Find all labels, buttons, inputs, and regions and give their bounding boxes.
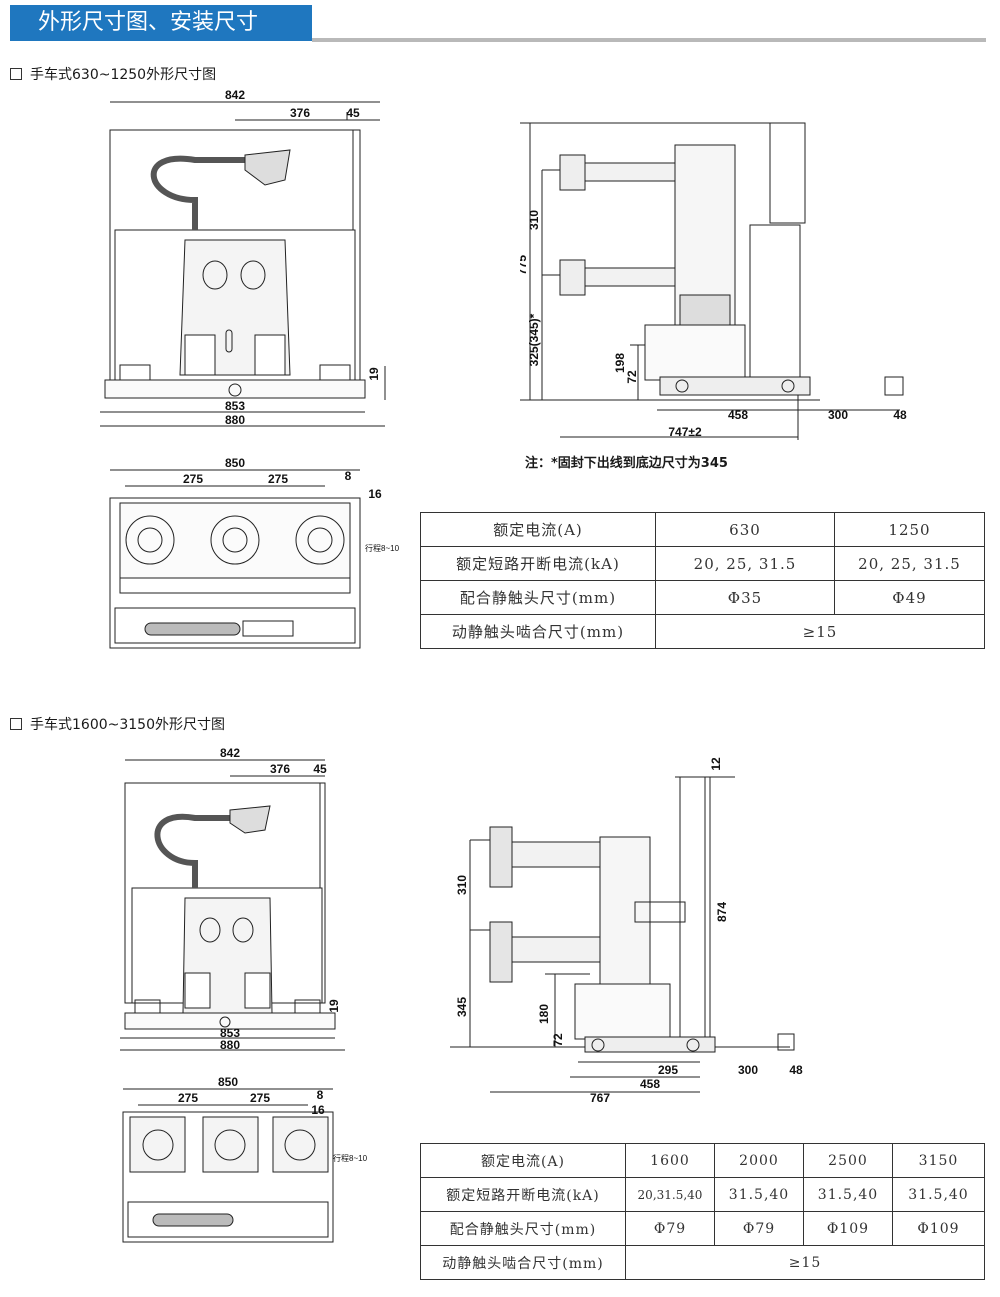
- dim-19: 19: [367, 367, 381, 381]
- table-row: 动静触头啮合尺寸(mm) ≥15: [420, 614, 985, 649]
- travel-label: 行程8~10: [333, 1153, 368, 1163]
- table-row: 配合静触头尺寸(mm) Φ79 Φ79 Φ109 Φ109: [420, 1211, 985, 1246]
- dim-300: 300: [738, 1063, 758, 1077]
- table-row: 额定短路开断电流(kA) 20,31.5,40 31.5,40 31.5,40 …: [420, 1177, 985, 1212]
- front-view-630: 842 376 45 853 880 19: [95, 90, 395, 440]
- table-cell: 31.5,40: [714, 1177, 804, 1212]
- dim-310: 310: [527, 210, 541, 230]
- header-divider: [312, 38, 986, 42]
- table-cell: 20, 25, 31.5: [834, 546, 985, 581]
- table-cell: 31.5,40: [892, 1177, 985, 1212]
- spec-table-1600: 额定电流(A) 1600 2000 2500 3150 额定短路开断电流(kA)…: [420, 1143, 985, 1280]
- table-cell: 额定短路开断电流(kA): [420, 1177, 626, 1212]
- dim-775: 775: [520, 255, 529, 275]
- dim-8: 8: [345, 469, 352, 483]
- dim-842: 842: [220, 748, 240, 760]
- table-cell: 31.5,40: [803, 1177, 893, 1212]
- table-cell: 额定电流(A): [420, 1143, 626, 1178]
- dim-180: 180: [537, 1004, 551, 1024]
- dim-842: 842: [225, 90, 245, 102]
- dim-45: 45: [346, 106, 360, 120]
- top-view-630: 850 275 275 8 16 行程8~10: [95, 458, 415, 658]
- dim-874: 874: [715, 902, 729, 922]
- dim-853: 853: [225, 399, 245, 413]
- table-row: 动静触头啮合尺寸(mm) ≥15: [420, 1245, 985, 1280]
- top-view-1600: 850 275 275 8 16 行程8~10: [108, 1077, 378, 1252]
- table-cell: 3150: [892, 1143, 985, 1178]
- table-cell: 额定短路开断电流(kA): [420, 546, 656, 581]
- dim-880: 880: [220, 1038, 240, 1052]
- dim-853: 853: [220, 1026, 240, 1040]
- dim-275a: 275: [178, 1091, 198, 1105]
- table-cell: Φ79: [714, 1211, 804, 1246]
- section1-note: 注：*固封下出线到底边尺寸为345: [525, 456, 728, 471]
- table-row: 额定电流(A) 630 1250: [420, 512, 985, 547]
- dim-458: 458: [640, 1077, 660, 1091]
- dim-850: 850: [225, 458, 245, 470]
- table-cell: 动静触头啮合尺寸(mm): [420, 614, 656, 649]
- dim-275b: 275: [250, 1091, 270, 1105]
- spec-table-630: 额定电流(A) 630 1250 额定短路开断电流(kA) 20, 25, 31…: [420, 512, 985, 649]
- dim-72: 72: [625, 370, 639, 384]
- table-cell: 动静触头啮合尺寸(mm): [420, 1245, 626, 1280]
- table-cell: 额定电流(A): [420, 512, 656, 547]
- side-view-1600: 12 310 874 345 180 72 295 300 48 458 767: [450, 752, 810, 1107]
- dim-850: 850: [218, 1077, 238, 1089]
- table-cell: 配合静触头尺寸(mm): [420, 1211, 626, 1246]
- dim-325: 325(345)*: [527, 313, 541, 366]
- table-cell: 630: [655, 512, 835, 547]
- table-cell: Φ79: [625, 1211, 715, 1246]
- dim-8: 8: [317, 1088, 324, 1102]
- dim-48: 48: [789, 1063, 803, 1077]
- table-row: 额定电流(A) 1600 2000 2500 3150: [420, 1143, 985, 1178]
- table-cell: 2500: [803, 1143, 893, 1178]
- table-cell: Φ109: [803, 1211, 893, 1246]
- front-view-1600: 842 376 45 853 880 19: [110, 748, 370, 1058]
- checkbox-icon: [10, 718, 22, 730]
- dim-300: 300: [828, 408, 848, 422]
- dim-767: 767: [590, 1091, 610, 1105]
- page-title: 外形尺寸图、安装尺寸: [38, 10, 259, 35]
- table-cell: 20,31.5,40: [625, 1177, 715, 1212]
- table-cell: 1600: [625, 1143, 715, 1178]
- table-cell: 1250: [834, 512, 985, 547]
- dim-48: 48: [893, 408, 907, 422]
- table-row: 额定短路开断电流(kA) 20, 25, 31.5 20, 25, 31.5: [420, 546, 985, 581]
- table-cell: 2000: [714, 1143, 804, 1178]
- table-cell: ≥15: [625, 1245, 985, 1280]
- table-cell: 20, 25, 31.5: [655, 546, 835, 581]
- section1-heading: 手车式630~1250外形尺寸图: [10, 64, 216, 84]
- dim-19: 19: [327, 999, 341, 1013]
- page-header: 外形尺寸图、安装尺寸: [10, 5, 312, 41]
- table-row: 配合静触头尺寸(mm) Φ35 Φ49: [420, 580, 985, 615]
- dim-345: 345: [455, 997, 469, 1017]
- dim-16: 16: [368, 487, 382, 501]
- section2-title: 手车式1600~3150外形尺寸图: [30, 717, 225, 733]
- dim-880: 880: [225, 413, 245, 427]
- table-cell: Φ109: [892, 1211, 985, 1246]
- table-cell: ≥15: [655, 614, 985, 649]
- dim-275b: 275: [268, 472, 288, 486]
- dim-747: 747±2: [668, 425, 702, 439]
- dim-376: 376: [290, 106, 310, 120]
- section2-heading: 手车式1600~3150外形尺寸图: [10, 714, 225, 734]
- dim-275a: 275: [183, 472, 203, 486]
- dim-458: 458: [728, 408, 748, 422]
- table-cell: 配合静触头尺寸(mm): [420, 580, 656, 615]
- checkbox-icon: [10, 68, 22, 80]
- dim-12: 12: [709, 757, 723, 771]
- dim-376: 376: [270, 762, 290, 776]
- dim-295: 295: [658, 1063, 678, 1077]
- side-view-630: 310 775 325(345)* 198 72 458 300 48 747±…: [520, 115, 920, 445]
- travel-label: 行程8~10: [365, 543, 400, 553]
- dim-198: 198: [613, 353, 627, 373]
- dim-310: 310: [455, 875, 469, 895]
- dim-16: 16: [311, 1103, 325, 1117]
- table-cell: Φ49: [834, 580, 985, 615]
- table-cell: Φ35: [655, 580, 835, 615]
- dim-45: 45: [313, 762, 327, 776]
- section1-title: 手车式630~1250外形尺寸图: [30, 67, 217, 83]
- dim-72: 72: [551, 1033, 565, 1047]
